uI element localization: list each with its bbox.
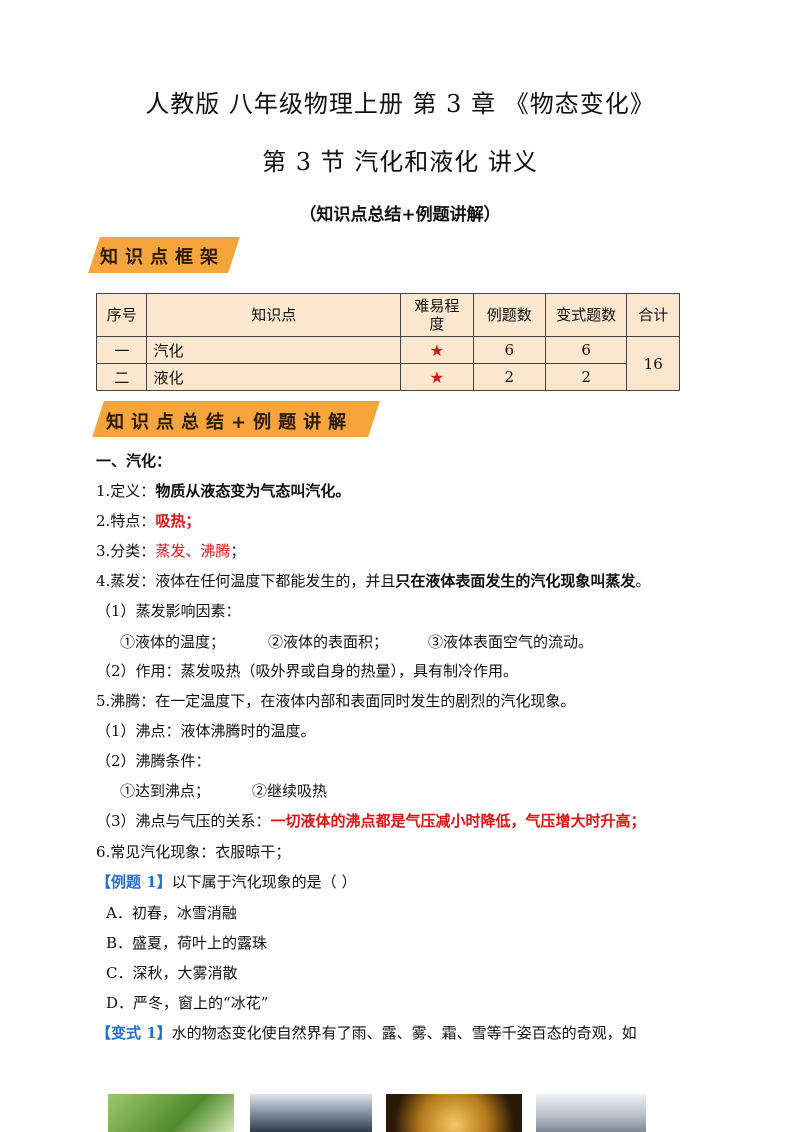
- table-header: 合计: [626, 293, 680, 337]
- row-number: 二: [95, 363, 148, 391]
- condition-item: ②继续吸热: [252, 782, 328, 800]
- common-phenomena: 6.常见汽化现象：衣服晾干；: [96, 843, 291, 861]
- table-header: 例题数: [472, 293, 546, 337]
- example-question: 【例题 1】以下属于汽化现象的是（ ）: [96, 873, 357, 891]
- factor-item: ③液体表面空气的流动。: [428, 633, 594, 651]
- table-header: 序号: [95, 293, 148, 337]
- difficulty-star-icon: ★: [400, 336, 474, 364]
- table-row: 一 汽化 ★ 6 6 16: [95, 336, 680, 391]
- option-b: B．盛夏，荷叶上的露珠: [106, 934, 268, 952]
- row-variants: 6: [544, 336, 628, 364]
- row-topic: 汽化: [146, 336, 402, 364]
- boiling-point: （1）沸点：液体沸腾时的温度。: [96, 722, 316, 740]
- classification-line: 3.分类：蒸发、沸腾；: [96, 542, 246, 560]
- table-header: 变式题数: [544, 293, 628, 337]
- example-tag: 【例题 1】: [96, 873, 172, 891]
- evaporation-line: 4.蒸发：液体在任何温度下都能发生的，并且只在液体表面发生的汽化现象叫蒸发。: [96, 572, 651, 590]
- snow-tree-photo: [536, 1094, 646, 1132]
- knowledge-table: 序号 知识点 难易程度 例题数 变式题数 合计 一 汽化 ★ 6 6 16 二 …: [95, 293, 680, 391]
- row-examples: 6: [472, 336, 546, 364]
- variant-tag: 【变式 1】: [96, 1024, 172, 1042]
- document-title: 人教版 八年级物理上册 第 3 章 《物态变化》: [145, 90, 655, 118]
- section-title: 第 3 节 汽化和液化 讲义: [262, 148, 538, 176]
- row-examples: 2: [472, 363, 546, 391]
- framework-banner-label: 知识点框架: [100, 247, 225, 268]
- option-a: A．初春，冰雪消融: [106, 904, 237, 922]
- feature-line: 2.特点：吸热；: [96, 512, 201, 530]
- row-topic: 液化: [146, 363, 402, 391]
- summary-banner-label: 知识点总结+例题讲解: [106, 412, 354, 433]
- table-row: 二 液化 ★ 2 2: [95, 363, 680, 391]
- table-header: 难易程度: [400, 293, 474, 337]
- factor-item: ②液体的表面积；: [268, 633, 389, 651]
- table-header-row: 序号 知识点 难易程度 例题数 变式题数 合计: [95, 293, 680, 337]
- definition-line: 1.定义：物质从液态变为气态叫汽化。: [96, 482, 351, 500]
- difficulty-star-icon: ★: [400, 363, 474, 391]
- sunrise-photo: [386, 1094, 522, 1132]
- pressure-relation-line: （3）沸点与气压的关系：一切液体的沸点都是气压减小时降低，气压增大时升高；: [96, 812, 646, 830]
- row-variants: 2: [544, 363, 628, 391]
- factor-item: ①液体的温度；: [120, 633, 226, 651]
- condition-item: ①达到沸点；: [120, 782, 211, 800]
- table-header: 知识点: [146, 293, 402, 337]
- variant-question: 【变式 1】水的物态变化使自然界有了雨、露、雾、霜、雪等千姿百态的奇观，如: [96, 1024, 637, 1042]
- option-c: C．深秋，大雾消散: [106, 964, 238, 982]
- section-heading: 一、汽化：: [96, 452, 172, 470]
- row-total: 16: [626, 336, 680, 391]
- frost-photo: [250, 1094, 372, 1132]
- row-number: 一: [95, 336, 148, 364]
- evaporation-factors-heading: （1）蒸发影响因素：: [96, 602, 241, 620]
- leaf-photo: [108, 1094, 234, 1132]
- evaporation-effect: （2）作用：蒸发吸热（吸外界或自身的热量），具有制冷作用。: [96, 662, 519, 680]
- boiling-conditions-heading: （2）沸腾条件：: [96, 752, 211, 770]
- option-d: D．严冬，窗上的“冰花”: [106, 994, 269, 1012]
- document-subtitle: （知识点总结+例题讲解）: [299, 205, 501, 225]
- boiling-definition: 5.沸腾：在一定温度下，在液体内部和表面同时发生的剧烈的汽化现象。: [96, 692, 576, 710]
